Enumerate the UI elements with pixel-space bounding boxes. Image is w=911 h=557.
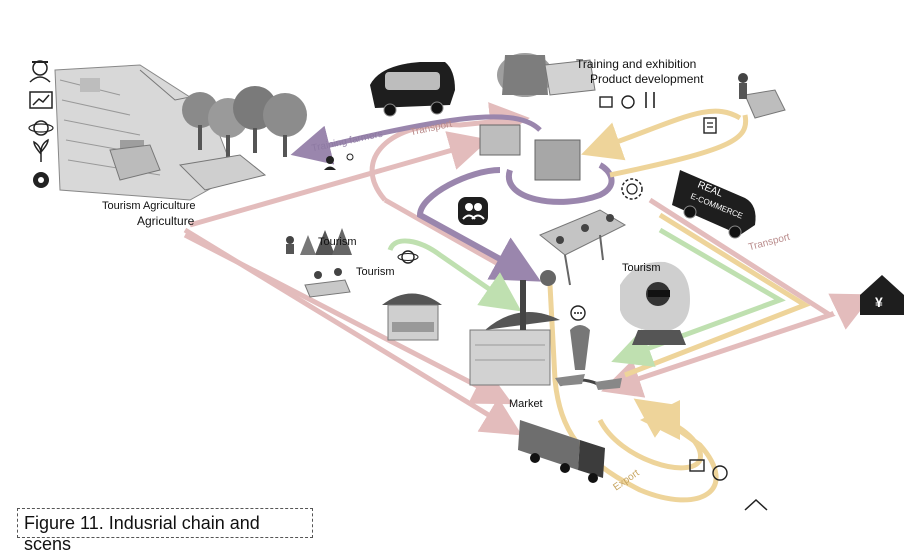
planet-icon (28, 120, 54, 136)
truck-icon (518, 420, 605, 483)
tourism-forest-label: Tourism (318, 236, 357, 248)
yellow-export-inner (597, 400, 703, 471)
product-development-label: Product development (590, 72, 704, 86)
tomato-icon (33, 172, 49, 188)
box-icon (738, 73, 786, 119)
tourism-market-label: Tourism (356, 266, 395, 278)
training-hub-illustration (479, 53, 596, 181)
plant-icon (33, 138, 49, 162)
main-market (469, 270, 601, 387)
training-exhibition-label: Training and exhibition (576, 57, 697, 71)
boats (555, 374, 622, 390)
yuan-symbol: ¥ (875, 294, 883, 310)
picnic-tourism (304, 268, 351, 298)
chart-board-icon (29, 91, 53, 109)
delivery-icon (689, 459, 728, 481)
market-stall-left (382, 293, 442, 341)
yellow-path-supply2 (609, 114, 749, 178)
purple-ring-center (505, 162, 615, 205)
purple-path-training (290, 114, 542, 165)
yellow-export-loop (547, 284, 719, 503)
farmer-icon (29, 60, 51, 83)
tourism-agriculture-label: Tourism Agriculture (102, 200, 196, 212)
vr-tourism-figure (620, 261, 690, 345)
clipboard-icon (703, 117, 717, 134)
pink-loop-center (369, 102, 530, 202)
planet-tourism-icon (397, 250, 419, 264)
green-path-tourism (387, 238, 522, 312)
banquet-table (539, 209, 627, 286)
figure-caption: Figure 11. Indusrial chain and scens (17, 508, 313, 554)
pink-path-agri-center (189, 131, 490, 228)
chat-bubble-icon (570, 305, 586, 321)
yellow-path-supply (581, 108, 742, 161)
pink-dotted-to-yuan (828, 293, 874, 330)
house-yuan-icon (860, 275, 904, 315)
farm-buildings (109, 144, 267, 191)
forest-tourism (286, 228, 352, 255)
yellow-path-right (624, 212, 811, 378)
ecommerce-van (672, 170, 756, 239)
house-small-icon (744, 498, 768, 511)
people-icon (458, 197, 488, 225)
purple-loop-market (416, 167, 542, 282)
market-label: Market (509, 398, 543, 410)
orchard-trees (182, 86, 307, 160)
pink-path-agri-truck (183, 227, 523, 436)
person-lightbulb-icon (324, 153, 354, 170)
agriculture-label: Agriculture (137, 214, 195, 228)
van-icon (370, 62, 455, 117)
sun-badge-icon (621, 178, 643, 200)
product-icons (599, 92, 655, 109)
pink-loop-down (383, 197, 502, 268)
tourism-right-label: Tourism (622, 262, 661, 274)
